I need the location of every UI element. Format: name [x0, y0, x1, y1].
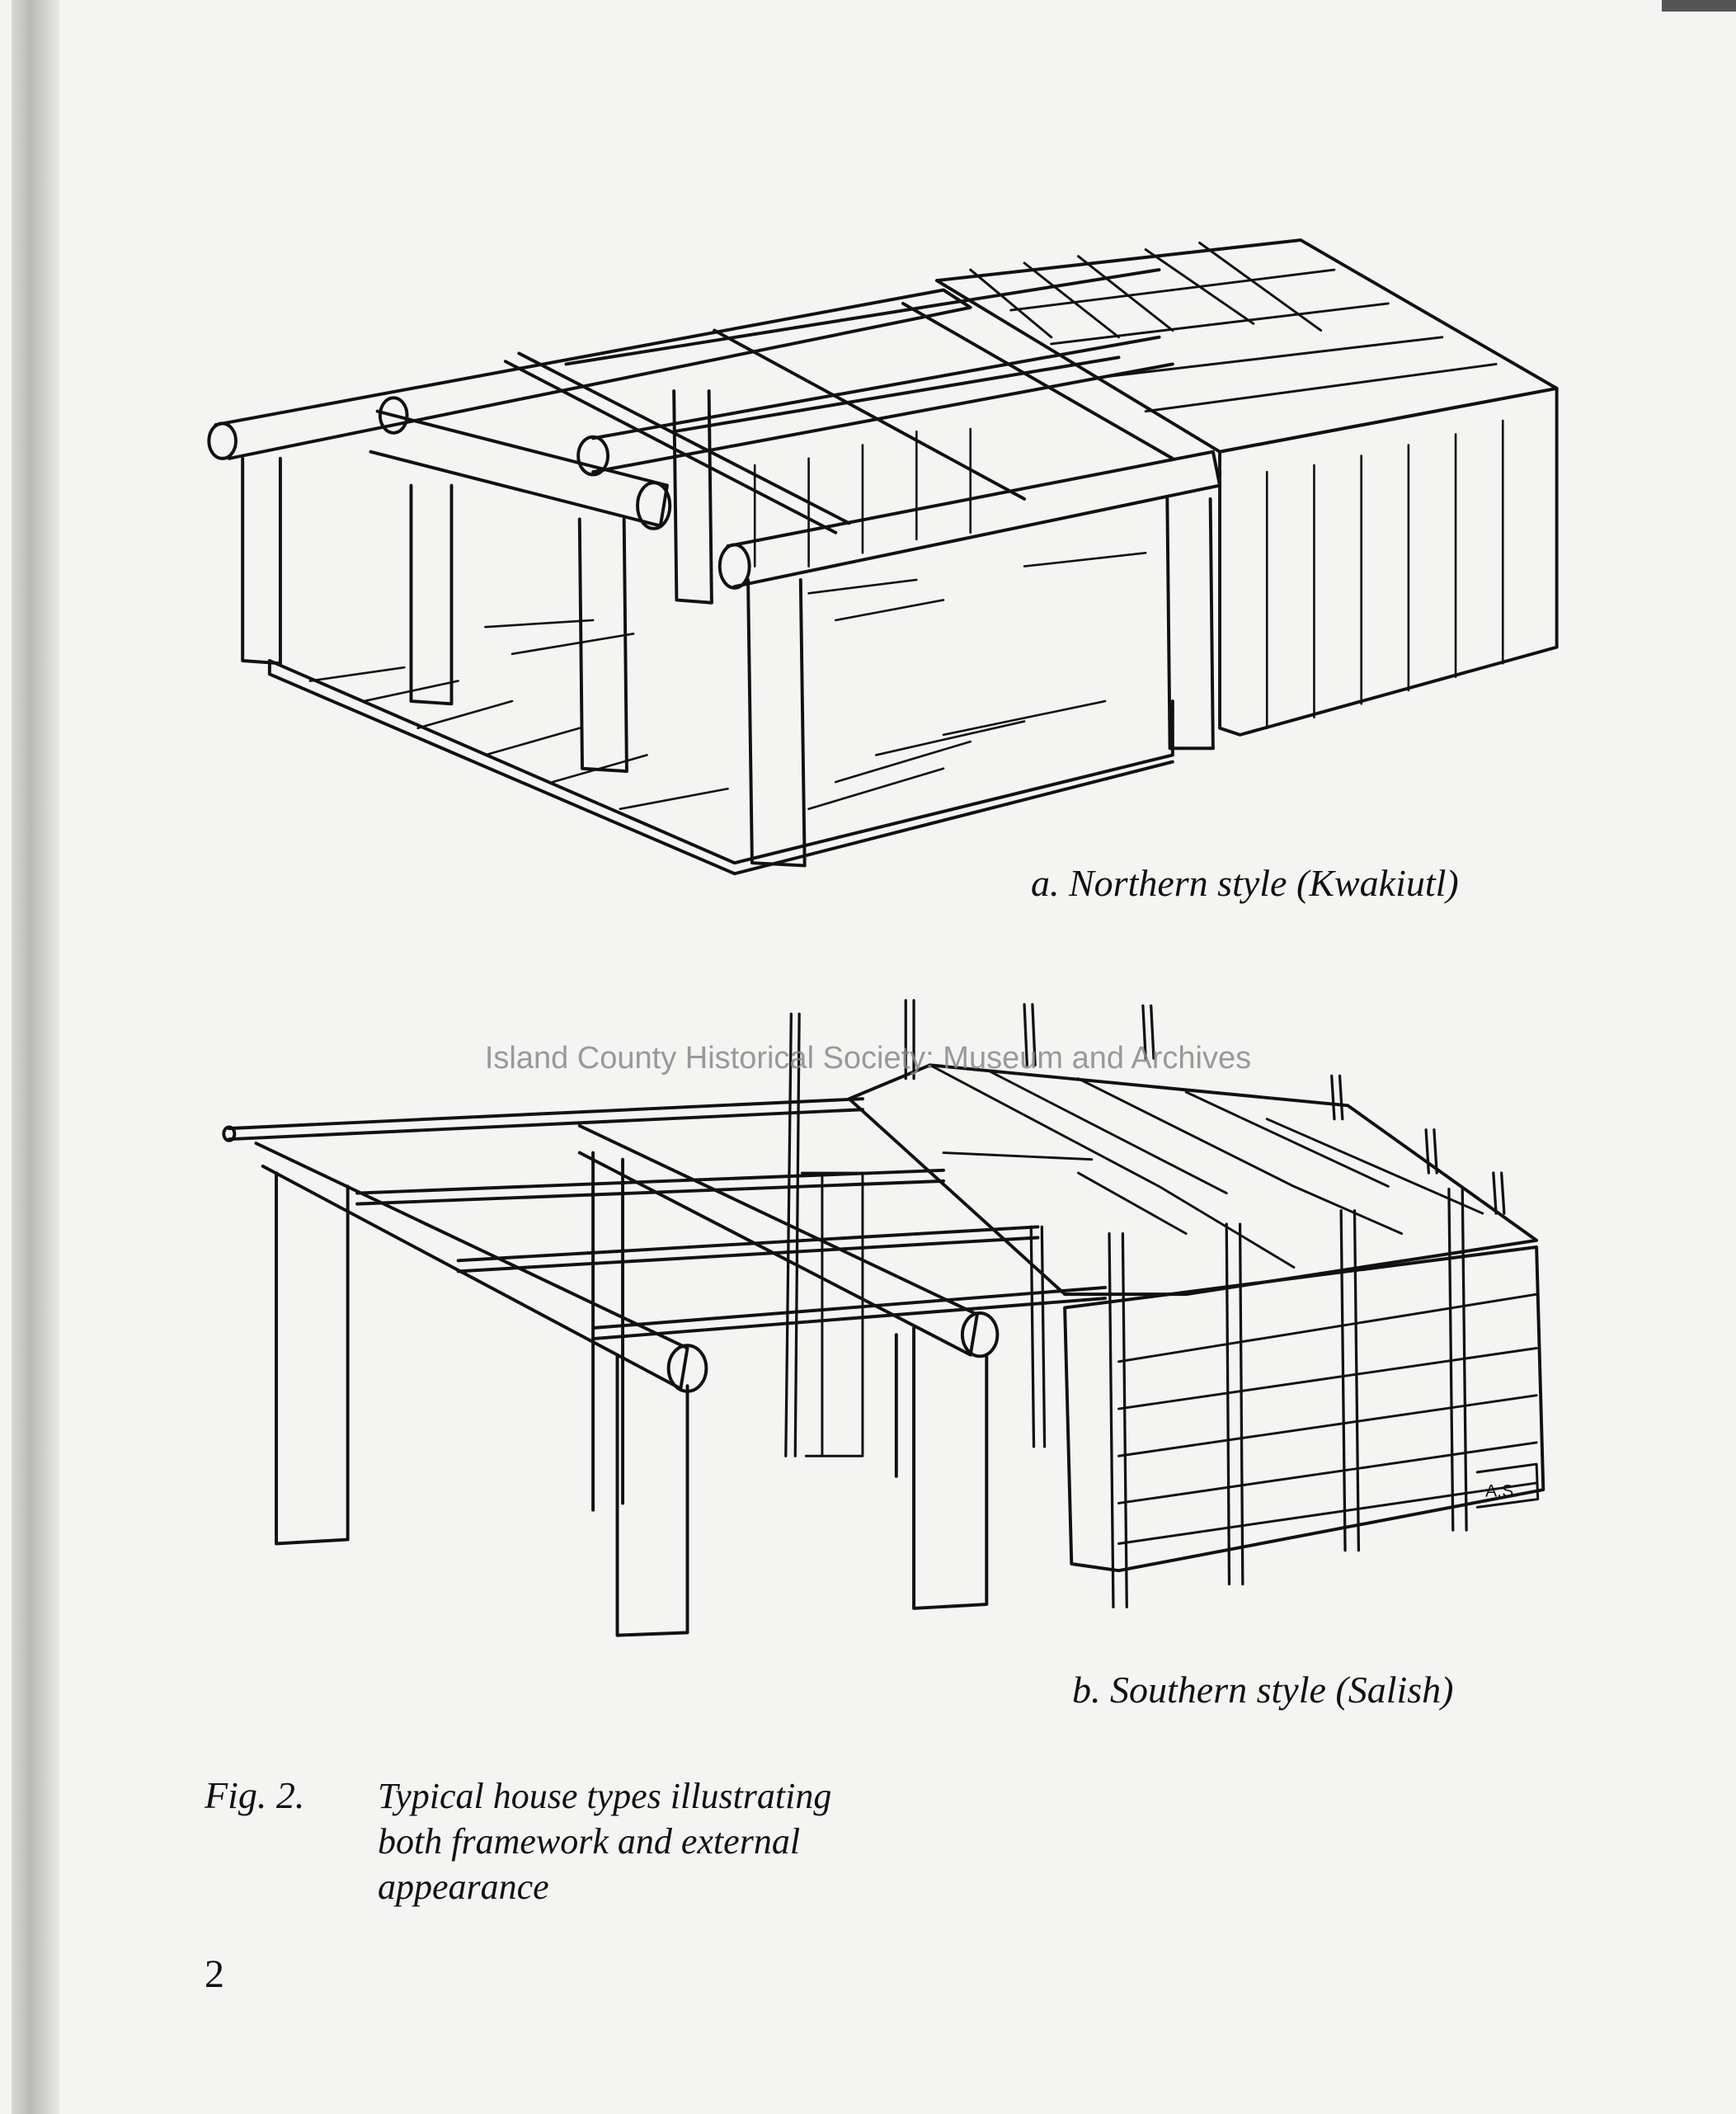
figure-caption: Typical house types illustrating both fr… — [378, 1773, 955, 1909]
scan-edge-shadow — [12, 0, 59, 2114]
caption-northern-style: a. Northern style (Kwakiutl) — [1031, 862, 1459, 904]
scan-corner-mark — [1662, 0, 1736, 12]
watermark: Island County Historical Society: Museum… — [484, 1041, 1252, 1076]
northern-house-drawing — [207, 238, 1559, 876]
figure-caption-line: appearance — [378, 1867, 549, 1907]
southern-house-drawing: A.S. — [222, 999, 1545, 1637]
caption-southern-style: b. Southern style (Salish) — [1072, 1669, 1454, 1711]
artist-initials: A.S. — [1485, 1481, 1518, 1500]
figure-label: Fig. 2. — [205, 1774, 305, 1816]
page-number: 2 — [205, 1952, 224, 1996]
figure-caption-line: both framework and external — [378, 1821, 801, 1862]
figure-caption-line: Typical house types illustrating — [378, 1776, 832, 1816]
